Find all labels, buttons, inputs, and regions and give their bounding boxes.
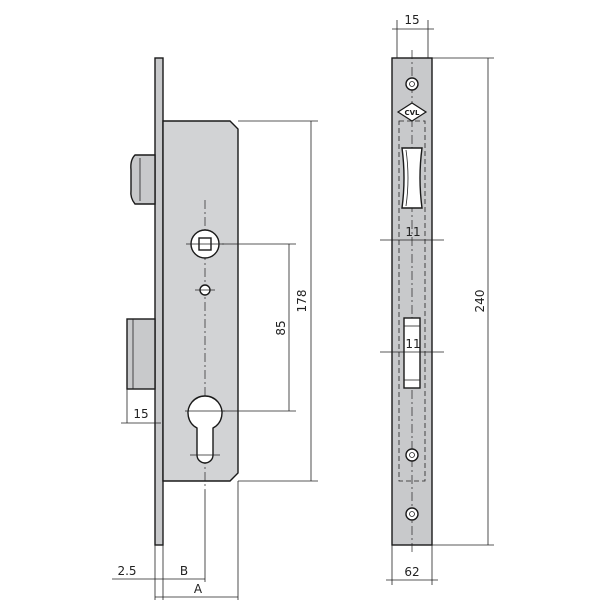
dim-62-label: 62 (404, 565, 419, 579)
latch-bolt (130, 154, 156, 205)
dim-15-bolt-label: 15 (133, 407, 148, 421)
bottom-screw-hole (405, 507, 419, 521)
latch-slot (401, 147, 423, 209)
side-view: 178 85 15 2.5 B A (112, 57, 318, 600)
cvl-logo: CVL (396, 102, 428, 122)
dim-11-lower-label: 11 (405, 337, 420, 351)
dim-240-label: 240 (473, 290, 487, 313)
faceplate-side (154, 57, 164, 546)
dim-15-top-label: 15 (404, 13, 419, 27)
dim-a-label: A (194, 582, 203, 596)
dim-178-label: 178 (295, 290, 309, 313)
dead-bolt (126, 318, 156, 390)
cvl-logo-text: CVL (404, 109, 420, 117)
dim-2-5-label: 2.5 (117, 564, 136, 578)
dim-b-label: B (180, 564, 188, 578)
mid-screw-hole (405, 448, 419, 462)
front-view: CVL 15 240 11 11 62 (380, 13, 494, 585)
dim-11-upper-label: 11 (405, 225, 420, 239)
top-screw-hole (405, 77, 419, 91)
deadbolt-slot (403, 317, 421, 389)
dim-85-label: 85 (274, 320, 288, 335)
